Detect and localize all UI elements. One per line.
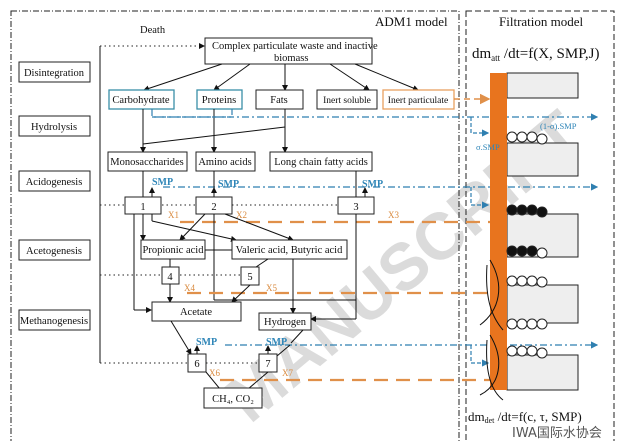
- node-fats: Fats: [255, 89, 304, 110]
- smp-label-1: SMP: [152, 177, 173, 188]
- biomass-x1: X1: [168, 210, 179, 220]
- process-3: 3: [337, 196, 375, 215]
- biomass-x5: X5: [266, 283, 277, 293]
- node-hydrogen: Hydrogen: [258, 312, 312, 331]
- svg-text:Propionic acid: Propionic acid: [143, 245, 205, 256]
- death-label: Death: [140, 25, 166, 36]
- svg-text:Hydrolysis: Hydrolysis: [31, 122, 77, 133]
- node-products: CH₄, CO₂: [203, 387, 263, 409]
- svg-text:4: 4: [167, 272, 173, 283]
- smp-label-4: SMP: [196, 337, 217, 348]
- svg-text:Monosaccharides: Monosaccharides: [110, 157, 183, 168]
- detachment-arrows: [479, 259, 504, 401]
- process-2: 2: [195, 196, 233, 215]
- node-carbohydrate: Carbohydrate: [108, 89, 175, 110]
- svg-text:Methanogenesis: Methanogenesis: [20, 316, 88, 327]
- smp-label-3: SMP: [362, 179, 383, 190]
- node-valeric-butyric: Valeric acid, Butyric acid: [231, 239, 348, 260]
- svg-text:Carbohydrate: Carbohydrate: [112, 95, 169, 106]
- node-inert-particulate: Inert particulate: [382, 89, 455, 110]
- svg-text:dmdet /dt=f(c, τ, SMP): dmdet /dt=f(c, τ, SMP): [468, 409, 582, 425]
- biomass-x4: X4: [184, 283, 195, 293]
- smp-label-2: SMP: [218, 179, 239, 190]
- svg-text:3: 3: [353, 202, 358, 213]
- svg-text:Complex particulate waste and: Complex particulate waste and inactive: [212, 41, 378, 52]
- smp-retained-label: σ.SMP: [476, 142, 500, 152]
- process-1: 1: [124, 196, 162, 215]
- svg-text:7: 7: [265, 359, 270, 370]
- biomass-x2: X2: [236, 210, 247, 220]
- svg-text:Valeric acid, Butyric acid: Valeric acid, Butyric acid: [236, 245, 343, 256]
- svg-text:Long chain fatty acids: Long chain fatty acids: [274, 157, 368, 168]
- biomass-x3: X3: [388, 210, 399, 220]
- iwa-logo-text: IWA国际水协会: [512, 426, 602, 441]
- svg-text:2: 2: [211, 202, 216, 213]
- stage-acetogenesis: Acetogenesis: [18, 239, 91, 261]
- process-6: 6: [187, 353, 207, 373]
- node-proteins: Proteins: [196, 89, 243, 110]
- adm1-title: ADM1 model: [375, 14, 448, 29]
- svg-text:5: 5: [247, 272, 252, 283]
- svg-text:Hydrogen: Hydrogen: [264, 317, 307, 328]
- svg-text:Disintegration: Disintegration: [24, 68, 85, 79]
- svg-text:Proteins: Proteins: [202, 95, 236, 106]
- node-complex-particulate: Complex particulate waste and inactive b…: [204, 37, 378, 65]
- stage-hydrolysis: Hydrolysis: [18, 115, 91, 137]
- svg-text:Fats: Fats: [270, 95, 288, 106]
- svg-text:CH₄, CO₂: CH₄, CO₂: [212, 394, 254, 405]
- smp-label-5: SMP: [266, 337, 287, 348]
- node-lcfa: Long chain fatty acids: [269, 151, 373, 172]
- detachment-equation: dmdet /dt=f(c, τ, SMP): [468, 409, 582, 425]
- attachment-equation: dmatt /dt=f(X, SMP,J): [472, 46, 599, 63]
- stage-acidogenesis: Acidogenesis: [18, 170, 91, 192]
- svg-text:dmatt /dt=f(X, SMP,J): dmatt /dt=f(X, SMP,J): [472, 46, 599, 63]
- biomass-x7: X7: [282, 368, 293, 378]
- process-7: 7: [258, 353, 278, 373]
- filtration-title: Filtration model: [499, 14, 584, 29]
- process-4: 4: [161, 266, 180, 285]
- svg-text:Acetate: Acetate: [180, 307, 212, 318]
- node-monosaccharides: Monosaccharides: [107, 151, 188, 172]
- membrane: [490, 73, 507, 390]
- svg-text:6: 6: [194, 359, 199, 370]
- stage-disintegration: Disintegration: [18, 61, 91, 83]
- svg-text:biomass: biomass: [274, 53, 308, 64]
- node-propionic-acid: Propionic acid: [140, 239, 206, 260]
- svg-text:Acetogenesis: Acetogenesis: [26, 246, 82, 257]
- smp-pass-label: (1-σ).SMP: [540, 121, 577, 131]
- node-inert-soluble: Inert soluble: [316, 89, 378, 110]
- process-5: 5: [240, 266, 260, 286]
- biomass-x6: X6: [209, 368, 220, 378]
- particles: [506, 131, 548, 359]
- filtration-frame: [465, 10, 615, 441]
- svg-text:1: 1: [140, 202, 145, 213]
- svg-text:Inert particulate: Inert particulate: [388, 96, 448, 106]
- node-amino-acids: Amino acids: [195, 151, 256, 172]
- node-acetate: Acetate: [151, 301, 242, 322]
- svg-text:Amino acids: Amino acids: [198, 157, 251, 168]
- stage-methanogenesis: Methanogenesis: [18, 309, 91, 331]
- svg-text:Acidogenesis: Acidogenesis: [26, 177, 83, 188]
- svg-text:Inert soluble: Inert soluble: [323, 96, 371, 106]
- adm1-frame: [10, 10, 460, 441]
